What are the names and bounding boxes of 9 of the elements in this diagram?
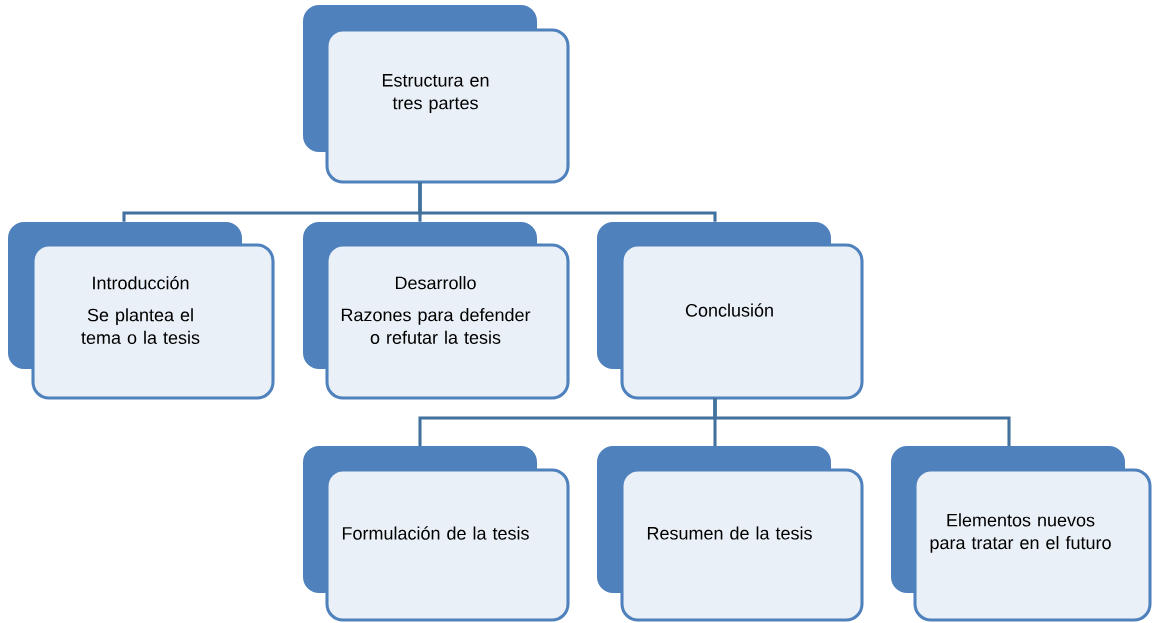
- process-box: Estructura en tres partes: [303, 5, 570, 184]
- process-box: Elementos nuevos para tratar en el futuro: [891, 446, 1152, 622]
- process-box: Conclusión: [597, 222, 864, 400]
- connector-line: [713, 398, 1011, 447]
- process-box: Introducción Se plantea el tema o la tesis: [8, 222, 275, 400]
- connector-line: [418, 182, 717, 222]
- process-box: Resumen de la tesis: [597, 446, 864, 622]
- process-box: Formulación de la tesis: [303, 446, 570, 622]
- process-box: Desarrollo Razones para defender o refutar la tesis: [303, 222, 570, 400]
